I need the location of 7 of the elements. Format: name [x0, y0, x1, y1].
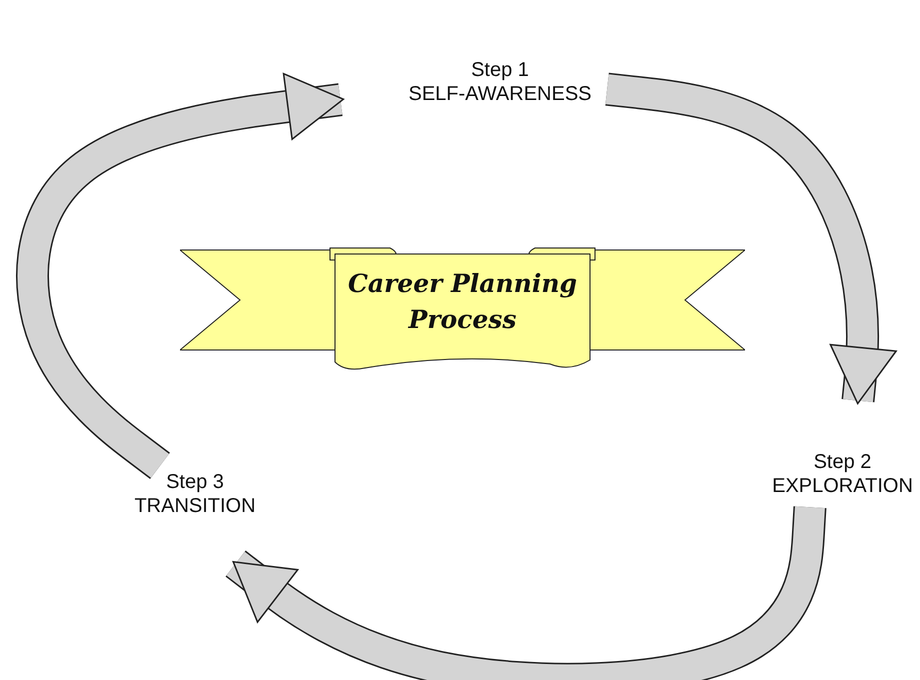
step-label: EXPLORATION	[771, 474, 914, 498]
step-label: Step 3	[165, 470, 225, 494]
banner-title: Career Planning Process	[347, 268, 578, 336]
step-label: TRANSITION	[133, 494, 257, 518]
step-label: Step 2	[812, 450, 872, 474]
step-label: Step 1	[470, 58, 530, 82]
step-label: SELF-AWARENESS	[408, 82, 592, 106]
